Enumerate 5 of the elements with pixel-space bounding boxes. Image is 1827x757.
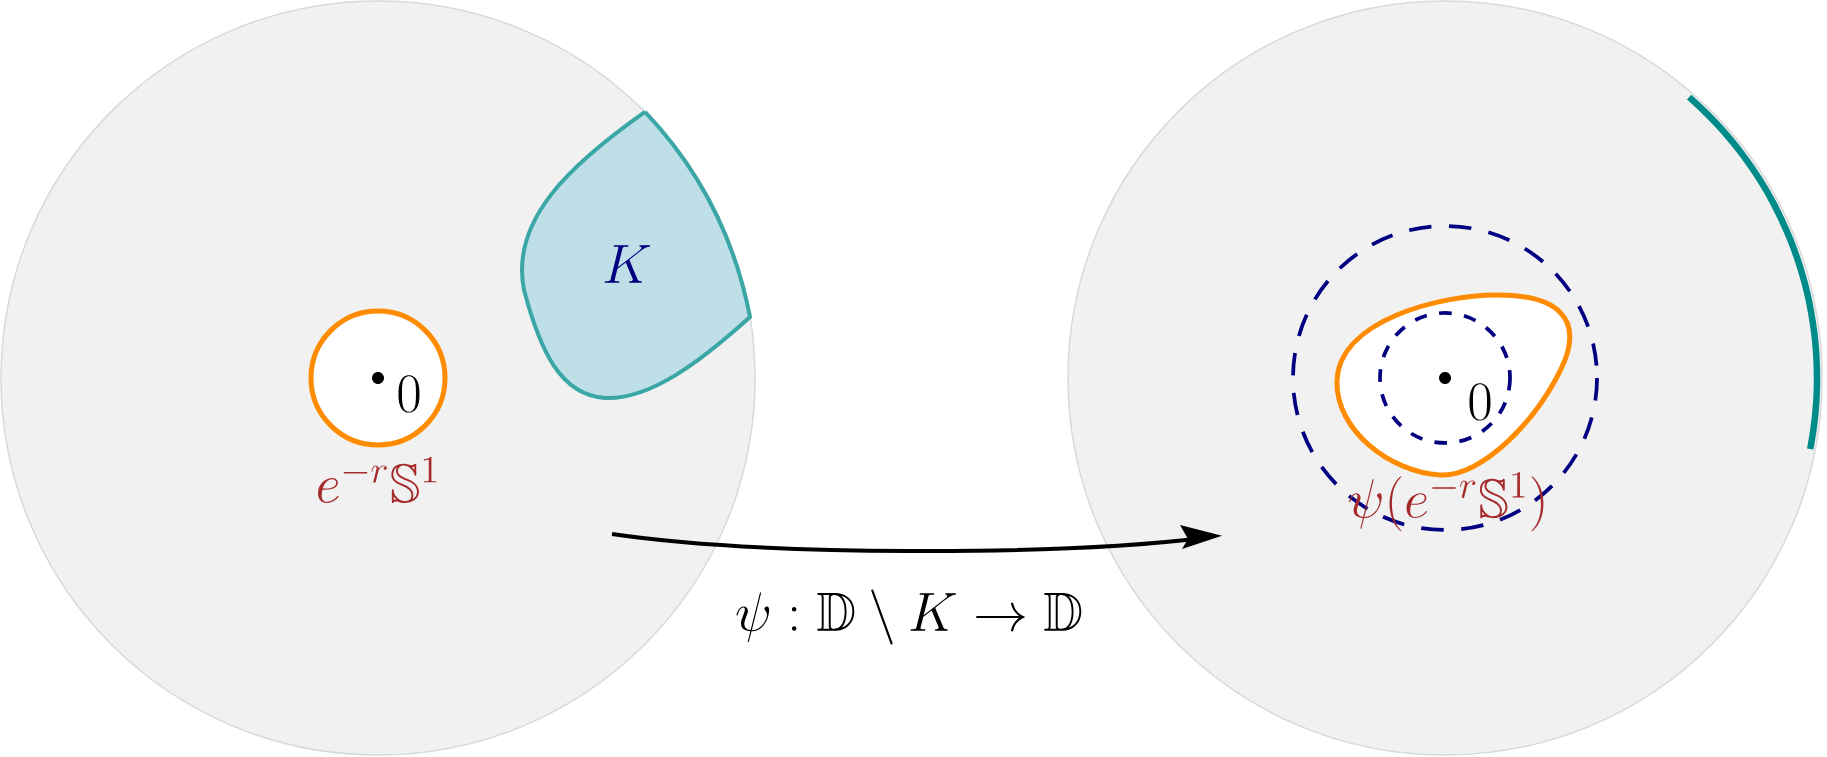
curve-label: $e^{-r}\mathbb{S}^1$: [318, 456, 437, 504]
arrow: [611, 525, 1222, 553]
shaded-region: $K$: [520, 110, 752, 400]
edge-label: $\psi : \mathbb{D}\setminus K \to \mathbb{D}$: [736, 589, 1082, 645]
closed-curve: $0$: [308, 308, 448, 448]
